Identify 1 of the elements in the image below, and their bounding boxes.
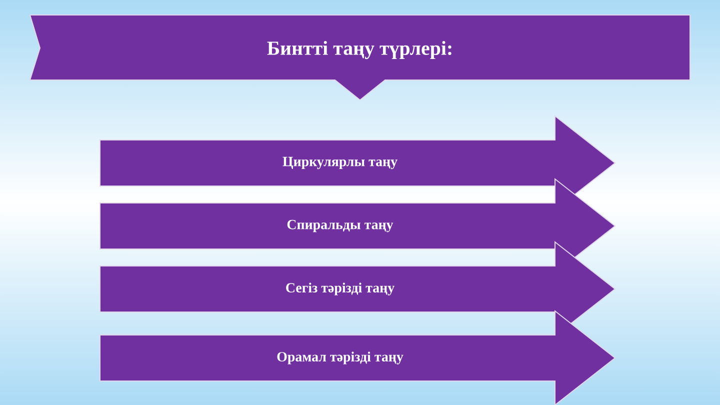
banner: Бинтті таңу түрлері: [29, 14, 690, 101]
